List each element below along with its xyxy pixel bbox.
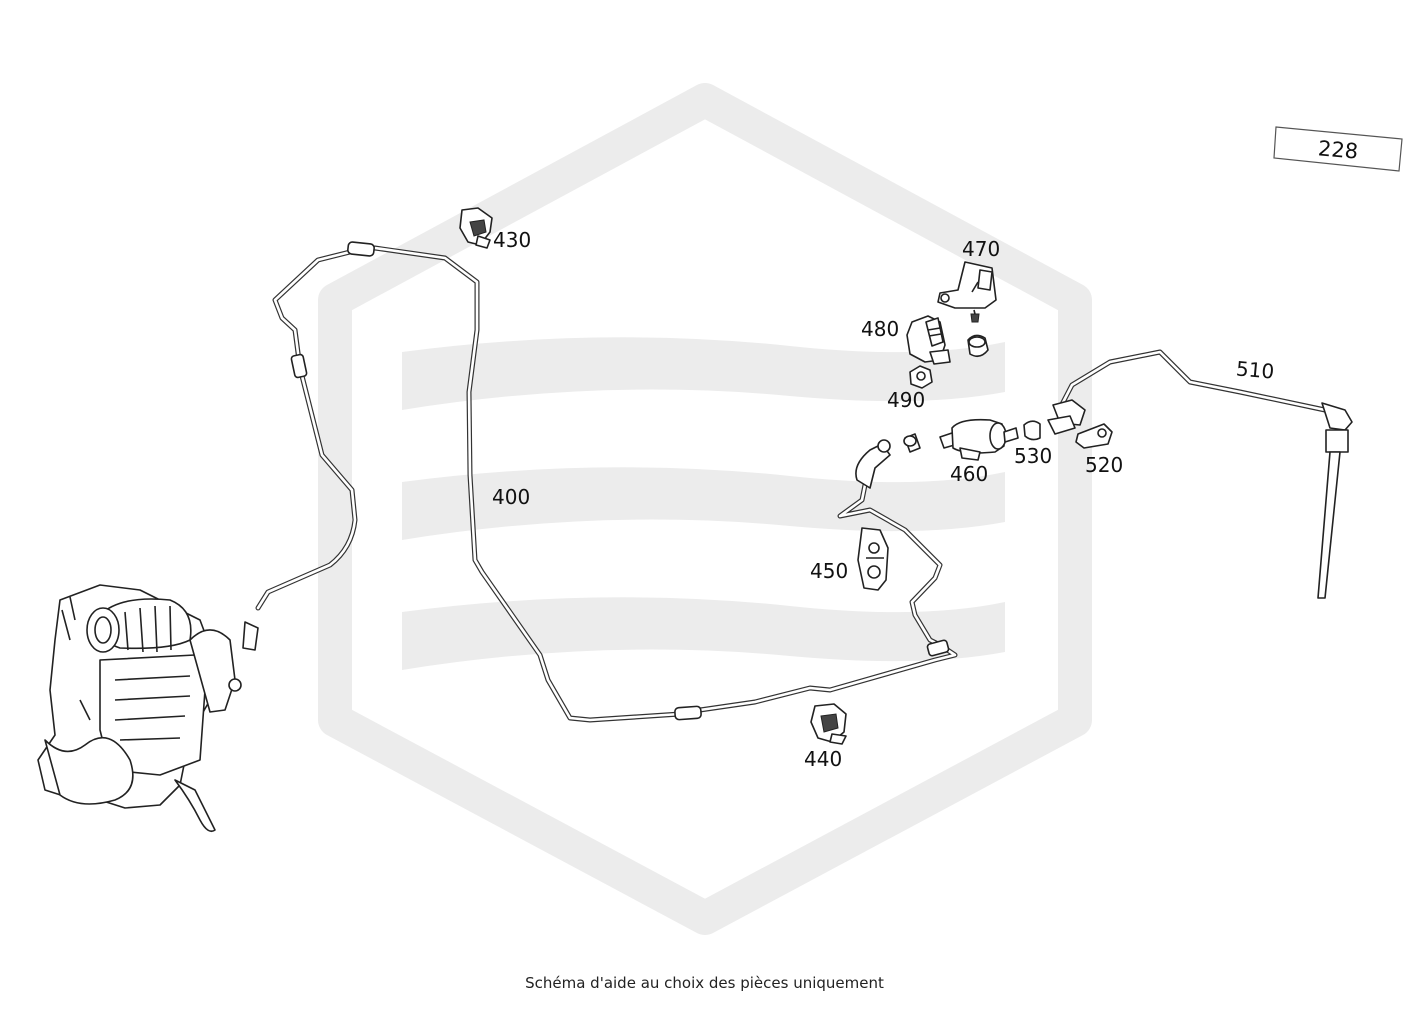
callout-450: 450: [810, 559, 848, 583]
damper-480: [906, 315, 951, 365]
bracket-470: [937, 261, 997, 323]
callout-480: 480: [861, 317, 899, 341]
grommet: [967, 334, 989, 358]
callout-520: 520: [1085, 453, 1123, 477]
clip-520: [1075, 423, 1113, 449]
callout-490: 490: [887, 388, 925, 412]
callout-400: 400: [492, 485, 530, 509]
clip-450: [857, 527, 889, 591]
pump-460: [939, 418, 1019, 461]
clip-440: [810, 703, 847, 745]
watermark-logo: [318, 83, 1092, 935]
fuel-line-510: [1052, 349, 1353, 599]
fuel-line-400: [255, 241, 958, 723]
clip-430: [459, 207, 493, 249]
callout-460: 460: [950, 462, 988, 486]
callout-430: 430: [493, 228, 531, 252]
reference-number: 228: [1317, 136, 1359, 163]
heater-unit: [37, 584, 259, 833]
callout-510: 510: [1235, 356, 1275, 383]
clamp-small: [903, 433, 921, 453]
reference-box: 228: [1273, 126, 1403, 172]
footer-disclaimer: Schéma d'aide au choix des pièces unique…: [525, 974, 884, 992]
nut-490: [909, 365, 933, 389]
callout-530: 530: [1014, 444, 1052, 468]
callout-440: 440: [804, 747, 842, 771]
callout-470: 470: [962, 237, 1000, 261]
connector-530: [1023, 415, 1076, 441]
callout-labels: 430 400 440 450 460 470 480 490 510 520 …: [492, 228, 1275, 771]
